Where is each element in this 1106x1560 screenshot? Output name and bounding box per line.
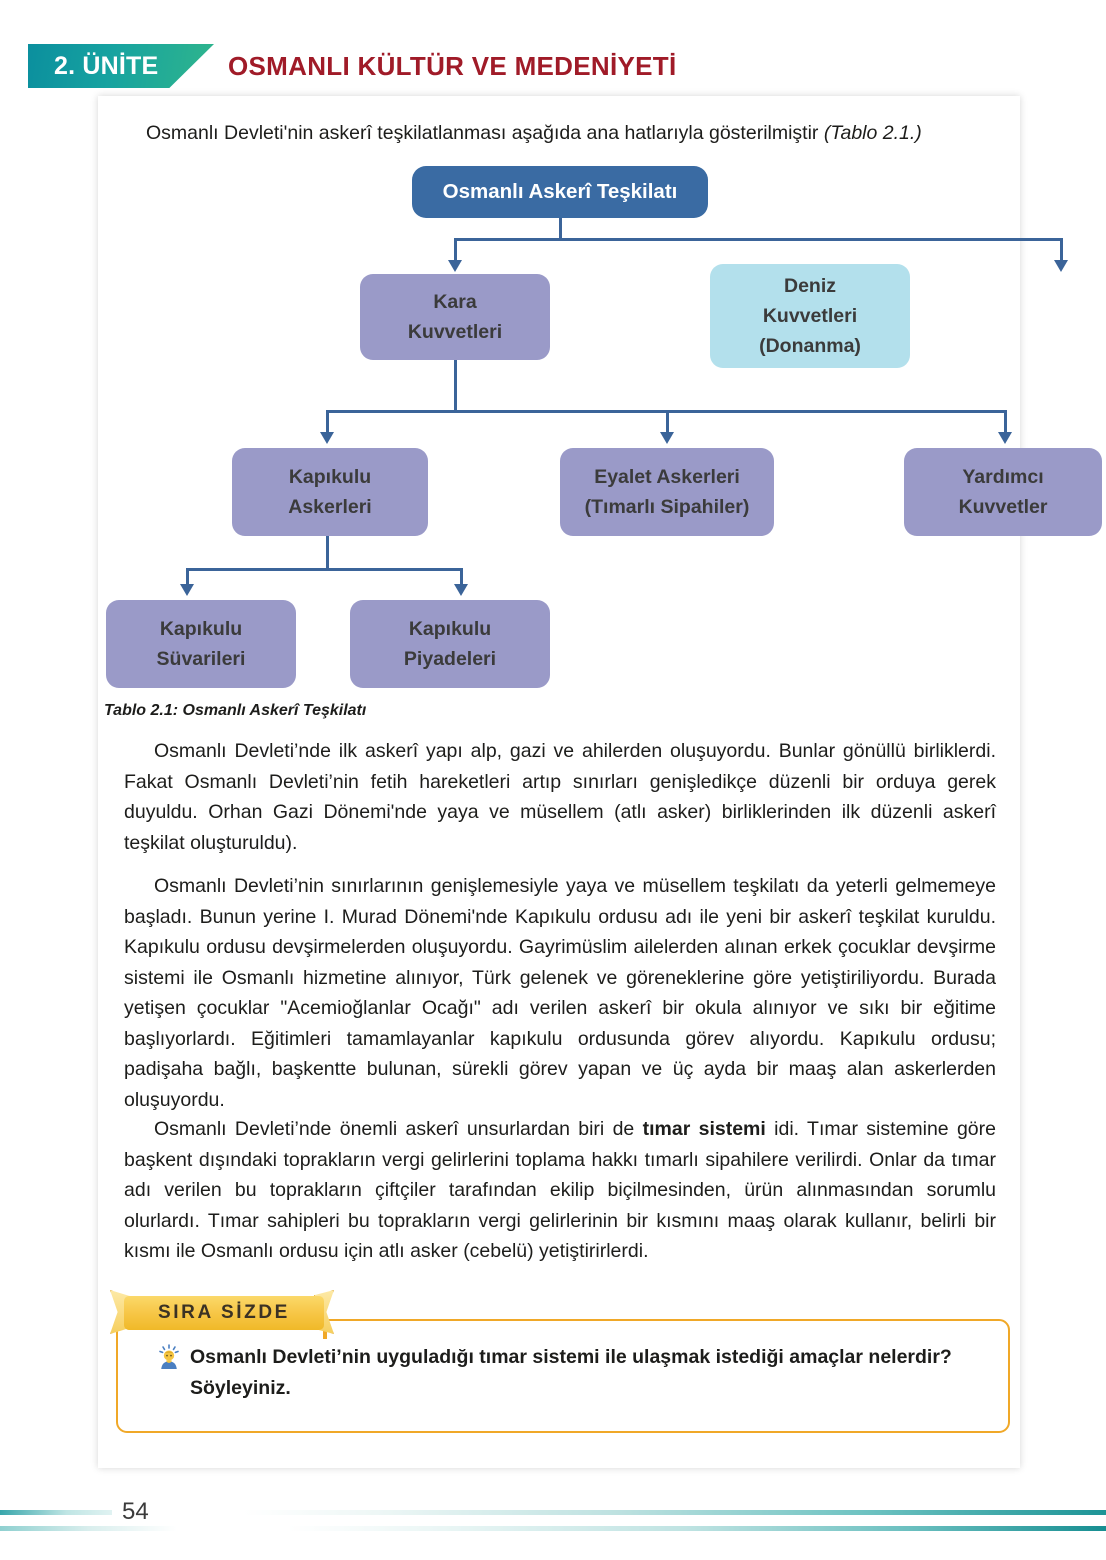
diagram-node-kapikulu-askerleri-line1: Kapıkulu [288,466,372,488]
diagram-node-kapikulu-piyadeleri-line2: Piyadeleri [403,648,497,670]
unit-tab: 2. ÜNİTE [28,44,214,88]
diagram-node-kara-kuvvetleri: Kara Kuvvetleri [360,274,550,360]
diagram-node-root-label: Osmanlı Askerî Teşkilatı [442,180,678,203]
diagram-node-yardimci-kuvvetler-line2: Kuvvetler [958,496,1048,518]
diagram-node-yardimci-kuvvetler-line1: Yardımcı [962,466,1044,488]
connector-root-stem [559,218,562,240]
paragraph-3-term: tımar sistemi [642,1118,766,1140]
connector-kara-stem [454,360,457,412]
diagram-node-kara-line2: Kuvvetleri [407,321,503,343]
connector-kapikulu-stem [326,536,329,570]
diagram-node-deniz-line2: Kuvvetleri [762,305,858,327]
paragraph-3: Osmanlı Devleti’nde önemli askerî unsurl… [124,1114,996,1267]
footer-rule-top [0,1510,1106,1515]
diagram-node-kapikulu-piyadeleri-line1: Kapıkulu [408,618,492,640]
ribbon-label: SIRA SİZDE [158,1302,290,1323]
callout-question: Osmanlı Devleti’nin uyguladığı tımar sis… [190,1346,952,1399]
arrow-to-kapikulu-suvarileri [180,584,194,596]
arrow-to-yardimci-kuvvetler [998,432,1012,444]
paragraph-3-after: idi. Tımar sistemine göre başkent dışınd… [124,1118,996,1262]
callout-ribbon: SIRA SİZDE [108,1288,340,1336]
diagram-node-eyalet-askerleri-line1: Eyalet Askerleri [594,466,740,488]
intro-text: Osmanlı Devleti'nin askerî teşkilatlanma… [124,118,994,148]
thinking-person-icon [158,1344,180,1370]
intro-text-reference: (Tablo 2.1.) [823,122,922,144]
content-panel: Osmanlı Devleti'nin askerî teşkilatlanma… [98,96,1102,1468]
organization-diagram: Osmanlı Askerî Teşkilatı Kara Kuvvetleri… [98,166,1102,696]
diagram-node-eyalet-askerleri-line2: (Tımarlı Sipahiler) [584,496,750,518]
arrow-to-kapikulu-piyadeleri [454,584,468,596]
unit-tab-label: 2. ÜNİTE [54,51,159,80]
intro-text-main: Osmanlı Devleti'nin askerî teşkilatlanma… [146,122,824,144]
connector-level2-bus [454,238,1062,241]
paragraph-3-before: Osmanlı Devleti’nde önemli askerî unsurl… [154,1118,643,1140]
ribbon-body: SIRA SİZDE [124,1296,324,1330]
connector-level3-drop-kapikulu [326,410,329,436]
paragraph-2: Osmanlı Devleti’nin sınırlarının genişle… [124,875,996,1111]
diagram-node-kapikulu-askerleri-line2: Askerleri [288,496,372,518]
arrow-to-eyalet-askerleri [660,432,674,444]
connector-level4-drop-piyadeleri [460,568,463,588]
diagram-node-kapikulu-askerleri: Kapıkulu Askerleri [232,448,428,536]
page-number: 54 [112,1498,159,1526]
footer-rule-bottom [0,1526,1106,1531]
table-caption: Tablo 2.1: Osmanlı Askerî Teşkilatı [104,702,367,719]
diagram-node-deniz-line3: (Donanma) [759,335,861,357]
diagram-node-kapikulu-suvarileri-line1: Kapıkulu [159,618,243,640]
connector-level3-drop-eyalet [666,410,669,436]
diagram-node-root: Osmanlı Askerî Teşkilatı [412,166,708,218]
arrow-to-kapikulu-askerleri [320,432,334,444]
diagram-node-yardimci-kuvvetler: Yardımcı Kuvvetler [904,448,1102,536]
page-title: OSMANLI KÜLTÜR VE MEDENİYETİ [228,51,677,81]
diagram-node-eyalet-askerleri: Eyalet Askerleri (Tımarlı Sipahiler) [560,448,774,536]
connector-level3-drop-yardimci [1004,410,1007,436]
arrow-to-kara-kuvvetleri [448,260,462,272]
page-header: 2. ÜNİTE OSMANLI KÜLTÜR VE MEDENİYETİ [0,44,1106,88]
diagram-node-kapikulu-suvarileri-line2: Süvarileri [156,648,246,670]
connector-level4-bus [186,568,462,571]
arrow-to-deniz-kuvvetleri [1054,260,1068,272]
callout-content: Osmanlı Devleti’nin uyguladığı tımar sis… [158,1342,978,1404]
diagram-node-kapikulu-suvarileri: Kapıkulu Süvarileri [106,600,296,688]
callout-box [116,1319,1010,1433]
diagram-node-deniz-line1: Deniz [783,275,836,297]
connector-level2-drop-deniz [1060,238,1063,262]
diagram-node-deniz-kuvvetleri: Deniz Kuvvetleri (Donanma) [710,264,910,368]
paragraph-1: Osmanlı Devleti’nde ilk askerî yapı alp,… [124,740,996,854]
diagram-node-kapikulu-piyadeleri: Kapıkulu Piyadeleri [350,600,550,688]
diagram-node-kara-line1: Kara [433,291,477,313]
connector-level2-drop-kara [454,238,457,262]
sira-sizde-callout: SIRA SİZDE [108,1288,1010,1438]
connector-level4-drop-suvarileri [186,568,189,588]
